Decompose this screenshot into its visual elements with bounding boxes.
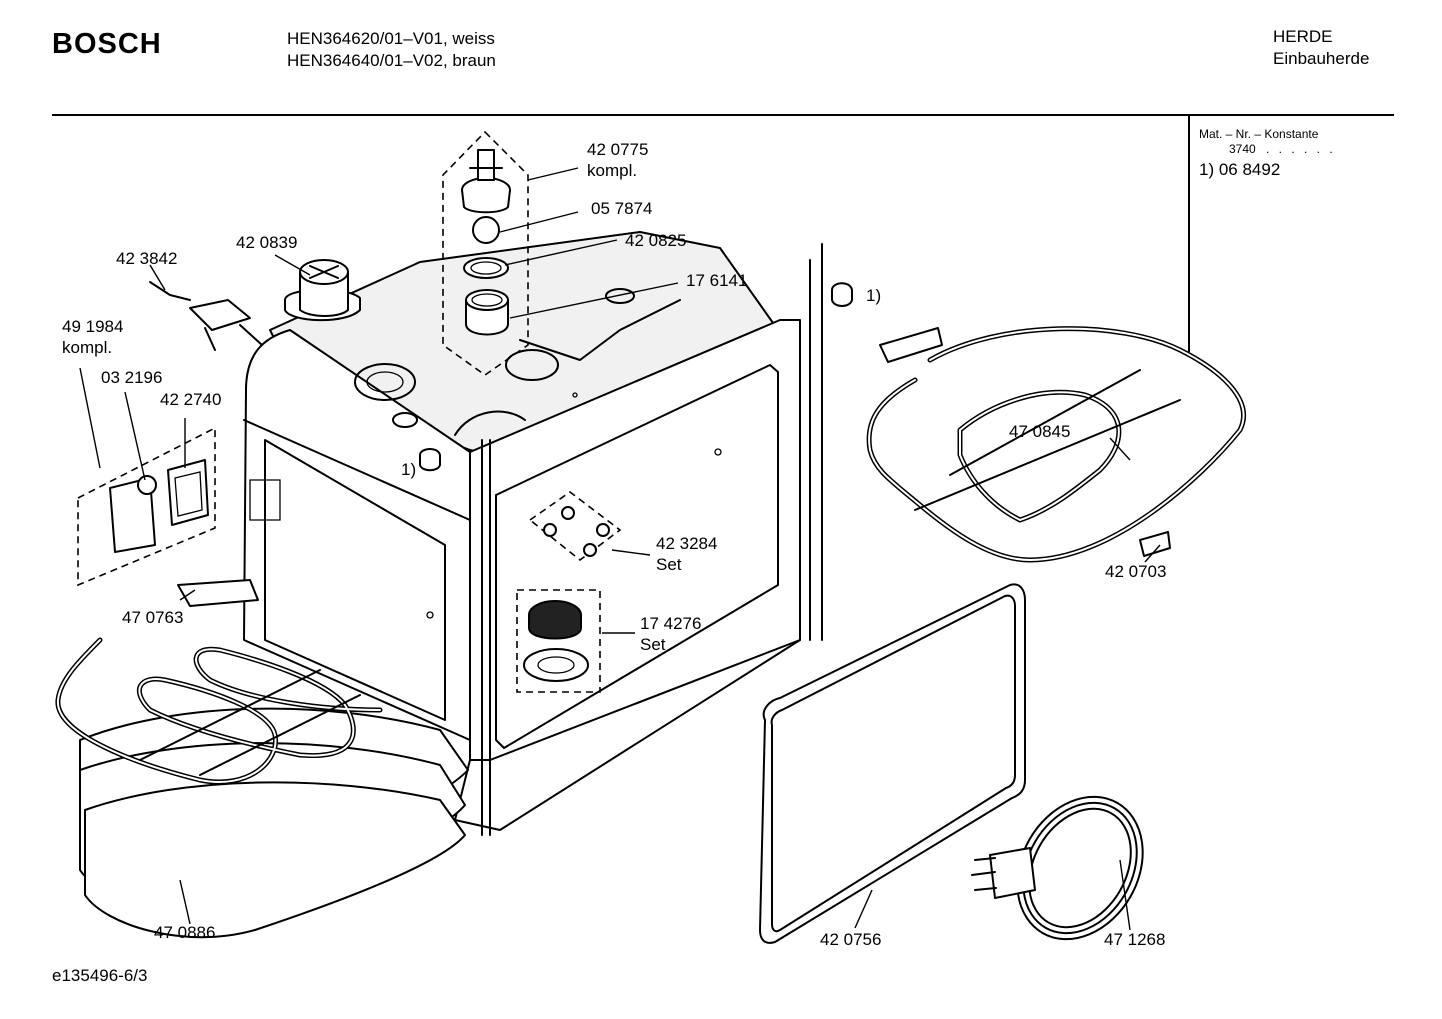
part-label-470845: 47 0845 — [1009, 422, 1071, 441]
door-gasket — [759, 583, 1026, 944]
category-line-1: HERDE — [1273, 27, 1333, 46]
category-line-2: Einbauherde — [1273, 49, 1370, 68]
lamp-assembly — [442, 130, 529, 376]
clip-right — [831, 282, 853, 307]
temperature-limiter — [149, 281, 263, 351]
part-label-420756: 42 0756 — [820, 930, 882, 949]
material-box-title: Mat. – Nr. – Konstante — [1199, 127, 1319, 141]
part-label-423842: 42 3842 — [116, 249, 178, 268]
material-box-divider — [1188, 116, 1190, 352]
switch-group — [77, 426, 216, 587]
bottom-heater — [55, 579, 469, 939]
model-line-1: HEN364620/01–V01, weiss — [287, 29, 495, 48]
part-label-420839: 42 0839 — [236, 233, 298, 252]
part-label-470763: 47 0763 — [122, 608, 184, 627]
material-box-dots: . . . . . . — [1266, 142, 1336, 156]
leader-lines — [79, 167, 1161, 931]
part-label-423284: 42 3284 Set — [656, 534, 718, 574]
drawing-id: e135496-6/3 — [52, 966, 148, 985]
part-label-176141: 17 6141 — [686, 271, 748, 290]
part-label-470886: 47 0886 — [154, 923, 216, 942]
header-divider — [52, 114, 1394, 116]
part-label-032196: 03 2196 — [101, 368, 163, 387]
grill-element — [866, 326, 1247, 563]
part-label-420775: 42 0775 kompl. — [587, 140, 649, 180]
vent-fitting — [284, 259, 361, 322]
lamp-lens-set — [516, 589, 601, 693]
material-box-code: 3740 — [1229, 142, 1256, 156]
part-label-422740: 42 2740 — [160, 390, 222, 409]
footnote-mark-left: 1) — [401, 460, 417, 479]
material-box-footnote: 1) 06 8492 — [1199, 160, 1281, 179]
part-label-491984: 49 1984 kompl. — [62, 317, 124, 357]
brand-logo: BOSCH — [52, 28, 162, 60]
part-label-057874: 05 7874 — [591, 199, 653, 218]
part-label-420703: 42 0703 — [1105, 562, 1167, 581]
lamp-cover-set — [528, 491, 622, 562]
footnote-mark-right: 1) — [866, 286, 882, 305]
category-block: HERDE Einbauherde — [1273, 26, 1369, 70]
part-label-471268: 47 1268 — [1104, 930, 1166, 949]
model-line-2: HEN364640/01–V02, braun — [287, 51, 496, 70]
part-label-174276: 17 4276 Set — [640, 614, 702, 654]
model-list: HEN364620/01–V01, weiss HEN364640/01–V02… — [287, 28, 496, 72]
part-label-420825: 42 0825 — [625, 231, 687, 250]
clip-left — [419, 448, 441, 472]
